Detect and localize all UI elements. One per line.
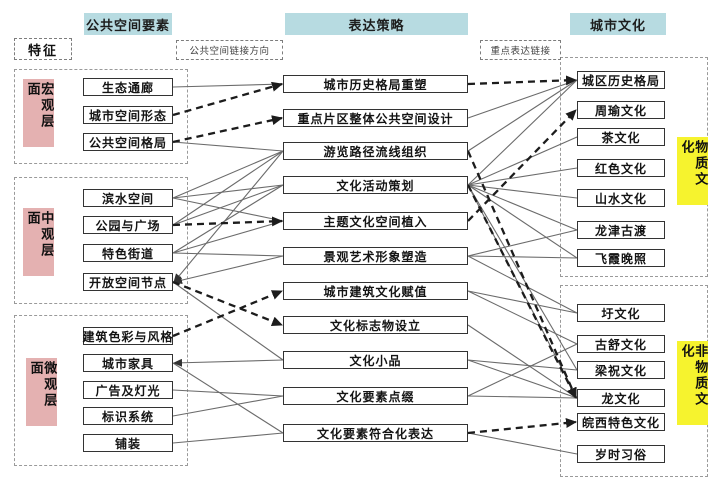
legend-public-space-link-direction: 公共空间链接方向 — [176, 40, 283, 60]
node-activity: 文化活动策划 — [283, 176, 468, 194]
edge-sketch-dragon — [467, 359, 578, 399]
node-longjin: 龙津古渡 — [577, 221, 665, 239]
edge-street-landscape-art — [172, 252, 284, 257]
node-water: 滨水空间 — [83, 189, 173, 207]
edge-landscape-art-longjin — [467, 229, 578, 257]
edge-symbolic-suishi — [467, 432, 578, 455]
header-city-culture: 城市文化 — [570, 13, 666, 35]
edge-pattern-route — [172, 141, 284, 152]
edge-landmark-dragon — [467, 324, 578, 399]
edge-furniture-symbolic — [172, 362, 284, 434]
edge-pattern-key-area — [172, 115, 283, 144]
node-form: 城市空间形态 — [83, 106, 173, 124]
header-expression-strategy: 表达策略 — [285, 13, 468, 35]
category-label-intangible-culture: 非物质文化 — [677, 341, 709, 425]
node-feixia: 飞霞晚照 — [577, 249, 665, 267]
edge-key-area-hist-pattern — [467, 79, 578, 119]
meso-group-frame — [14, 177, 188, 304]
node-hist-pattern: 城区历史格局 — [577, 71, 665, 89]
node-red: 红色文化 — [577, 159, 665, 177]
node-sketch: 文化小品 — [283, 351, 468, 369]
header-public-space-elements: 公共空间要素 — [84, 13, 172, 35]
edge-activity-landscape — [467, 184, 578, 199]
macro-group-frame — [14, 69, 188, 164]
edge-landscape-art-wei — [467, 255, 578, 314]
node-arch-color: 建筑色彩与风格 — [83, 327, 173, 345]
edge-route-dragon — [466, 150, 578, 399]
edge-signage-embellish — [172, 395, 284, 417]
edge-sketch-liangzhu — [467, 359, 578, 371]
node-paving: 铺装 — [83, 434, 173, 452]
edge-activity-longjin — [467, 184, 578, 231]
node-embellish: 文化要素点缀 — [283, 387, 468, 405]
edge-activity-red — [467, 167, 578, 186]
node-ad-light: 广告及灯光 — [83, 381, 173, 399]
edge-arch-value-wei — [467, 290, 578, 314]
edge-activity-dragon — [466, 184, 578, 399]
edge-landscape-art-feixia — [467, 255, 578, 259]
edge-arch-color-arch-value — [172, 289, 283, 338]
edge-water-route — [172, 150, 284, 199]
edge-street-theme-space — [172, 220, 284, 254]
category-label-material-culture: 物质文化 — [677, 137, 709, 205]
node-gushu: 古舒文化 — [577, 335, 665, 353]
node-dragon: 龙文化 — [577, 389, 665, 407]
edge-route-open-node — [173, 150, 284, 283]
level-label-micro: 微观层面 — [26, 358, 58, 426]
node-eco: 生态通廊 — [83, 78, 173, 96]
edge-sketch-furniture — [173, 358, 284, 367]
node-hist-reshape: 城市历史格局重塑 — [283, 75, 468, 93]
edge-landscape-art-open-node — [173, 255, 284, 285]
legend-key-expression-link: 重点表达链接 — [480, 40, 561, 60]
edge-park-theme-space — [172, 216, 283, 227]
node-furniture: 城市家具 — [83, 354, 173, 372]
node-symbolic: 文化要素符合化表达 — [283, 424, 468, 442]
edge-ad-light-embellish — [172, 389, 284, 397]
node-landscape-art: 景观艺术形象塑造 — [283, 247, 468, 265]
node-route: 游览路径流线组织 — [283, 142, 468, 160]
edge-paving-symbolic — [172, 432, 284, 444]
edge-theme-space-zhouyu — [467, 109, 577, 222]
edge-embellish-dragon — [467, 395, 578, 399]
edge-embellish-gushu — [467, 343, 578, 397]
node-wanxi: 皖西特色文化 — [577, 413, 665, 431]
edge-activity-feixia — [467, 184, 578, 259]
edge-form-hist-reshape — [172, 81, 283, 117]
node-zhouyu: 周瑜文化 — [577, 101, 665, 119]
edge-hist-reshape-hist-pattern — [467, 75, 577, 86]
edge-activity-tea — [467, 136, 578, 186]
level-label-macro: 宏观层面 — [23, 79, 55, 147]
node-landmark: 文化标志物设立 — [283, 316, 468, 334]
edge-activity-hist-pattern — [467, 79, 578, 186]
node-arch-value: 城市建筑文化赋值 — [283, 282, 468, 300]
edge-symbolic-wanxi — [467, 418, 577, 435]
node-liangzhu: 梁祝文化 — [577, 361, 665, 379]
edge-eco-hist-reshape — [172, 83, 284, 88]
edge-park-route — [172, 150, 284, 226]
edge-water-activity — [172, 184, 284, 199]
edge-park-activity — [172, 184, 284, 226]
level-label-meso: 中观层面 — [23, 208, 55, 276]
edge-open-node-landmark — [172, 280, 283, 327]
node-street: 特色街道 — [83, 244, 173, 262]
node-wei: 圩文化 — [577, 304, 665, 322]
edge-arch-value-gushu — [467, 290, 578, 345]
edge-water-theme-space — [172, 197, 284, 222]
edge-route-hist-pattern — [467, 79, 578, 152]
feature-label: 特征 — [14, 38, 72, 60]
node-suishi: 岁时习俗 — [577, 445, 665, 463]
node-open-node: 开放空间节点 — [83, 273, 173, 291]
edge-street-activity — [172, 184, 284, 254]
edge-open-node-sketch — [172, 281, 284, 361]
node-landscape: 山水文化 — [577, 189, 665, 207]
node-theme-space: 主题文化空间植入 — [283, 212, 468, 230]
node-park: 公园与广场 — [83, 216, 173, 234]
node-signage: 标识系统 — [83, 407, 173, 425]
node-key-area: 重点片区整体公共空间设计 — [283, 109, 468, 127]
node-pattern: 公共空间格局 — [83, 133, 173, 151]
node-tea: 茶文化 — [577, 128, 665, 146]
